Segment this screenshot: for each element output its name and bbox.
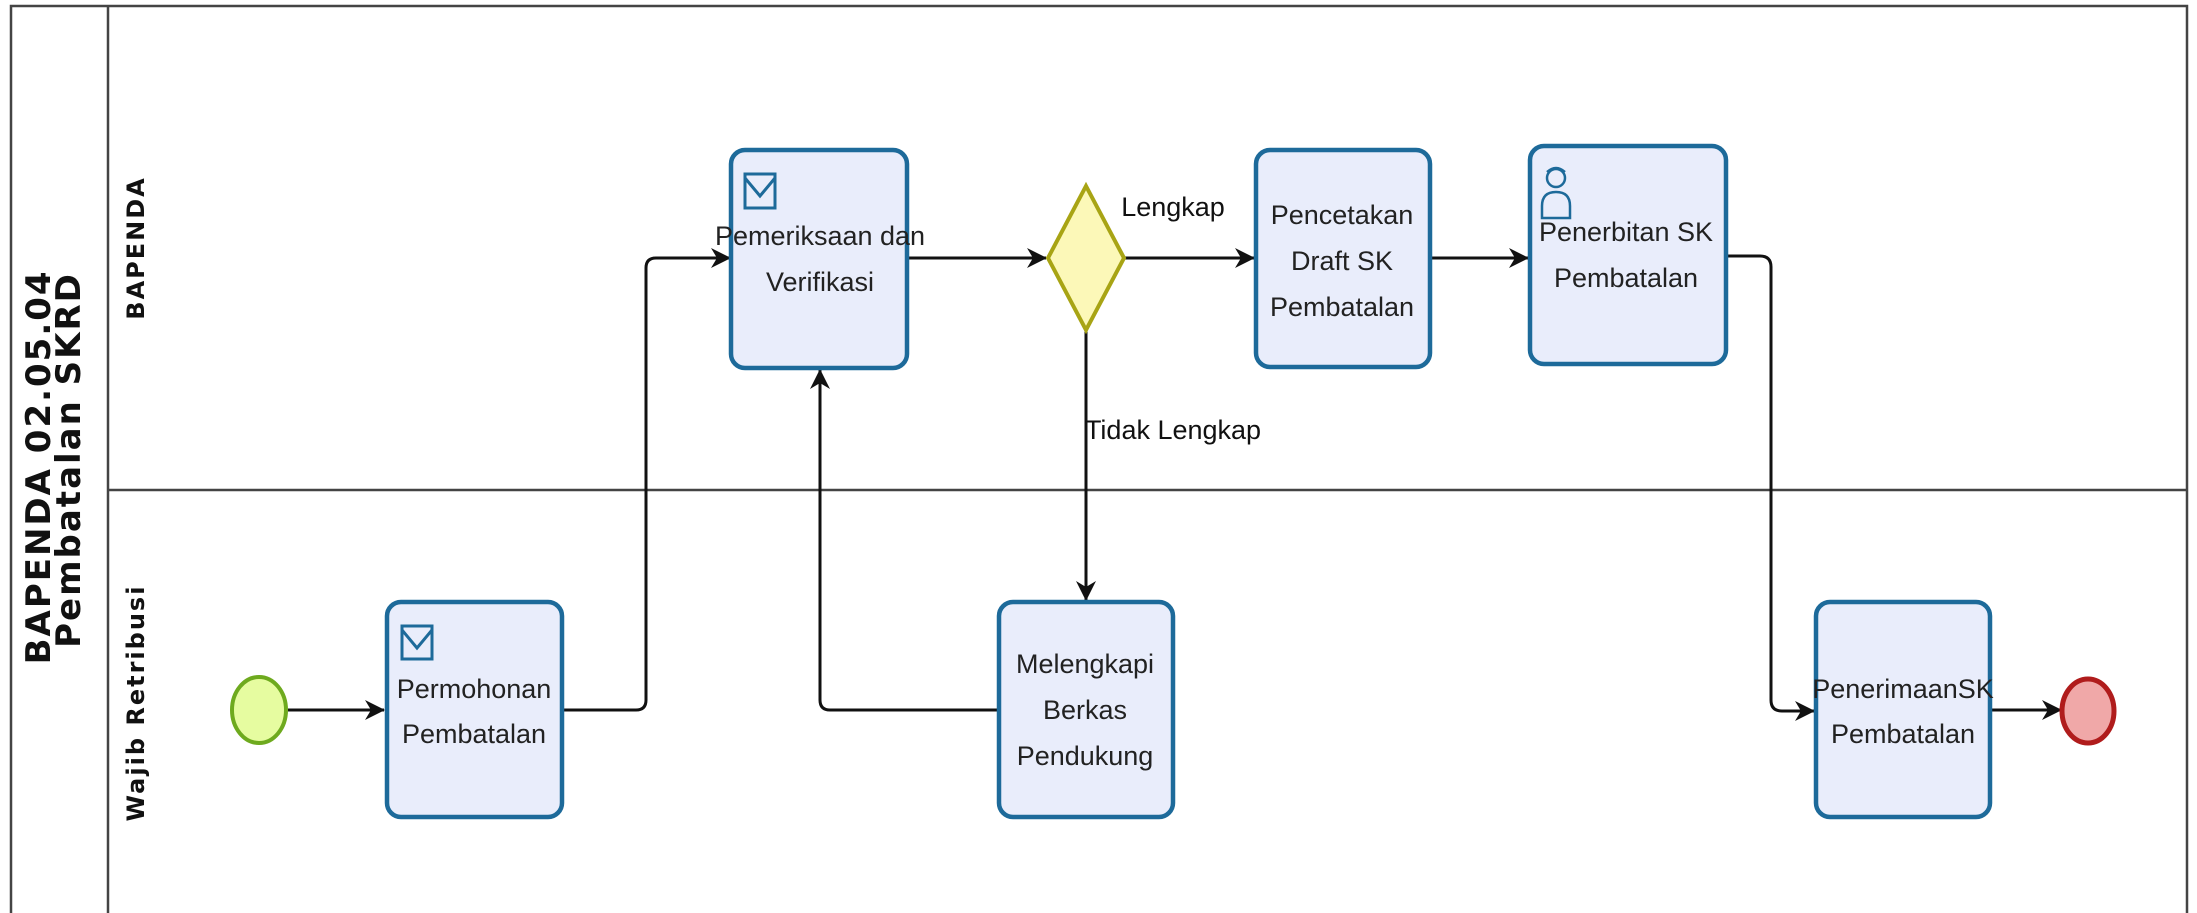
task-penerimaan-sk[interactable]: PenerimaanSK Pembatalan xyxy=(1812,599,1994,820)
task-label-line3: Pendukung xyxy=(1017,741,1154,771)
task-label-line1: Pemeriksaan dan xyxy=(715,221,925,251)
task-pemeriksaan-verifikasi[interactable]: Pemeriksaan dan Verifikasi xyxy=(715,147,925,371)
task-label-line2: Pembatalan xyxy=(1554,263,1698,293)
flow-melengkapi-to-pemeriksaan xyxy=(810,369,998,712)
envelope-icon xyxy=(743,172,777,210)
task-label-line1: Melengkapi xyxy=(1016,649,1154,679)
flow-penerbitan-to-penerimaan xyxy=(1726,254,1815,721)
task-label-line2: Pembatalan xyxy=(1831,719,1975,749)
gateway-label-lengkap: Lengkap xyxy=(1121,192,1225,222)
task-label-line1: Pencetakan xyxy=(1271,200,1414,230)
task-pencetakan-draft[interactable]: Pencetakan Draft SK Pembatalan xyxy=(1253,147,1433,370)
task-label-line1: Penerbitan SK xyxy=(1539,217,1713,247)
pool-title-line1: BAPENDA 02.05.04 xyxy=(19,269,59,664)
pool-title: BAPENDA 02.05.04 Pembatalan SKRD xyxy=(19,256,89,665)
exclusive-gateway xyxy=(1045,181,1127,335)
gateway-label-tidak-lengkap: Tidak Lengkap xyxy=(1085,415,1261,445)
sequence-flows xyxy=(288,248,2062,721)
envelope-icon xyxy=(400,624,434,661)
start-event xyxy=(230,675,288,745)
pool-title-line2: Pembatalan SKRD xyxy=(49,272,89,648)
task-permohonan-pembatalan[interactable]: Permohonan Pembatalan xyxy=(384,599,565,820)
user-icon xyxy=(1540,166,1572,220)
task-label-line1: PenerimaanSK xyxy=(1812,674,1994,704)
task-label-line2: Verifikasi xyxy=(766,267,874,297)
task-label-line1: Permohonan xyxy=(397,674,552,704)
task-label-line2: Pembatalan xyxy=(402,719,546,749)
task-melengkapi-berkas[interactable]: Melengkapi Berkas Pendukung xyxy=(996,599,1176,820)
task-label-line2: Draft SK xyxy=(1291,246,1393,276)
task-label-line2: Berkas xyxy=(1043,695,1127,725)
task-label-line3: Pembatalan xyxy=(1270,292,1414,322)
task-penerbitan-sk[interactable]: Penerbitan SK Pembatalan xyxy=(1527,143,1729,367)
flow-permohonan-to-pemeriksaan xyxy=(562,248,731,712)
lane-title-wajib-retribusi: Wajib Retribusi xyxy=(122,585,150,822)
lane-title-bapenda: BAPENDA xyxy=(122,176,150,319)
end-event xyxy=(2059,676,2117,746)
